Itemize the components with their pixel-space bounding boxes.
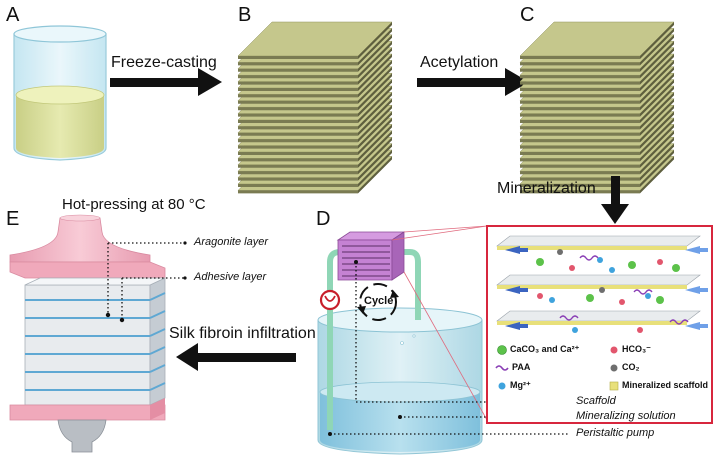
arrow-acetylation: [417, 68, 529, 96]
scaffold-sheet: [519, 21, 675, 59]
step-hot-pressing: Hot-pressing at 80 °C: [62, 196, 206, 213]
ion-particle: [557, 249, 563, 255]
aragonite-layers: [25, 292, 166, 391]
ion-particle: [637, 327, 643, 333]
panel-label-e: E: [6, 208, 20, 230]
ion-particle: [599, 287, 605, 293]
flow-arrow: [505, 286, 528, 294]
panel-label-a: A: [6, 4, 20, 26]
e-callout-lines: [107, 242, 185, 320]
peristaltic-pump-icon: [319, 289, 341, 311]
step-freeze-casting: Freeze-casting: [111, 54, 217, 71]
callout-dot: [105, 312, 111, 318]
scaffold-stack-c: [519, 21, 675, 194]
scaffold-sheet: [237, 21, 393, 59]
ion-particle: [536, 258, 544, 266]
arrow-silk: [176, 343, 296, 371]
callout-dot: [119, 317, 125, 323]
laminate-front: [24, 284, 151, 406]
arrow-freeze: [110, 68, 222, 96]
step-acetylation: Acetylation: [420, 54, 499, 71]
paa-chain: [559, 315, 579, 321]
ion-particle: [597, 257, 603, 263]
bottom-plate: [9, 404, 166, 421]
caco3-symbol: [497, 345, 507, 355]
ion-particle: [572, 327, 578, 333]
hco3-symbol: [610, 346, 618, 354]
top-plate: [9, 261, 166, 279]
paa-chain: [579, 255, 599, 261]
mg-symbol: [498, 382, 506, 390]
beaker-liquid: [16, 95, 104, 158]
d-callout-lines: [330, 262, 570, 435]
legend-mineralized-scaffold: Mineralized scaffold: [622, 380, 709, 390]
ion-particle: [672, 264, 680, 272]
paa-chain: [633, 289, 653, 295]
ion-particle: [628, 261, 636, 269]
legend-hco3: HCO₃⁻: [622, 344, 651, 354]
callout-adhesive: Adhesive layer: [194, 271, 267, 283]
ion-particle: [569, 265, 575, 271]
legend-co2: CO₂: [622, 362, 640, 372]
beaker-a: [13, 25, 107, 161]
mineralized-scaffold-symbol: [609, 381, 619, 391]
ion-particle: [586, 294, 594, 302]
panel-label-c: C: [520, 4, 535, 26]
mineralizing-solution: [320, 392, 480, 452]
callout-peristaltic-pump: Peristaltic pump: [576, 427, 655, 439]
inset-plate: [496, 310, 701, 322]
ion-particle: [657, 259, 663, 265]
flow-arrow: [685, 246, 708, 254]
flow-arrow: [505, 322, 528, 330]
flow-arrow: [505, 246, 528, 254]
legend-mg: Mg²⁺: [510, 380, 531, 390]
ion-particle: [609, 267, 615, 273]
cycle-icon: [359, 283, 397, 321]
ion-particle: [549, 297, 555, 303]
legend-caco3: CaCO₃ and Ca²⁺: [510, 344, 580, 354]
ion-particle: [656, 296, 664, 304]
flow-arrow: [685, 322, 708, 330]
inset-plate: [496, 235, 701, 247]
inset-plate: [496, 274, 701, 286]
step-silk-infiltration: Silk fibroin infiltration: [169, 325, 316, 342]
ion-particle: [645, 293, 651, 299]
top-press: [9, 217, 151, 263]
bottom-press: [57, 419, 107, 453]
callout-mineralizing-solution: Mineralizing solution: [576, 410, 676, 422]
inset-mechanism: [496, 235, 708, 333]
paa-symbol: [495, 365, 509, 371]
mineralization-setup: [317, 231, 483, 455]
legend-symbols: [495, 345, 619, 391]
zoom-lines: [391, 225, 488, 421]
step-mineralization: Mineralization: [497, 180, 596, 197]
press-assembly: [9, 214, 166, 453]
co2-symbol: [610, 364, 618, 372]
panel-label-d: D: [316, 208, 331, 230]
callout-aragonite: Aragonite layer: [194, 236, 268, 248]
paa-chain: [669, 319, 689, 325]
pipe-right: [398, 249, 421, 320]
scaffold-stack-b: [237, 21, 393, 194]
ion-particle: [537, 293, 543, 299]
flow-arrow: [685, 286, 708, 294]
cycle-label: Cycle: [364, 295, 394, 307]
legend-paa: PAA: [512, 362, 531, 372]
ion-particle: [619, 299, 625, 305]
arrow-mineralization: [601, 176, 629, 224]
panel-label-b: B: [238, 4, 252, 26]
callout-scaffold: Scaffold: [576, 395, 616, 407]
